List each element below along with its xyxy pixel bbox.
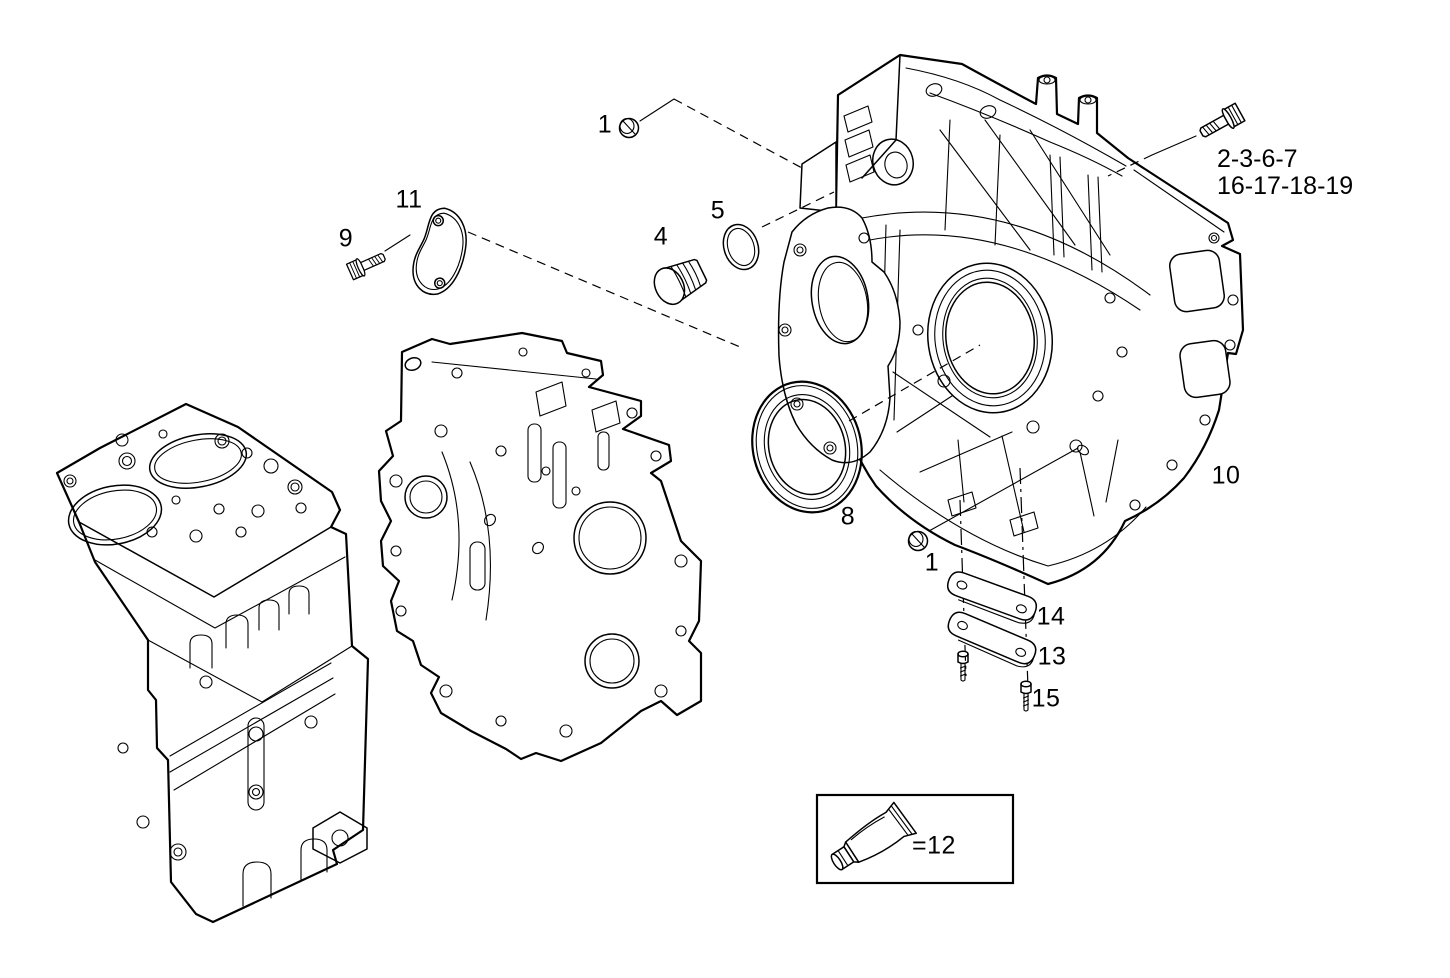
- callout-sealant: =12: [912, 831, 956, 860]
- callout-lower-plate: 13: [1037, 642, 1067, 671]
- callout-housing-bolts-line2: 16-17-18-19: [1217, 172, 1354, 200]
- callout-dowel-bottom: 1: [924, 548, 940, 577]
- o-ring-5-part: [722, 223, 760, 271]
- callout-flywheel-housing: 10: [1211, 461, 1241, 490]
- callout-housing-bolts-line1: 2-3-6-7: [1217, 145, 1298, 173]
- callout-housing-bolts: 2-3-6-7 16-17-18-19: [1217, 146, 1353, 200]
- callout-o-ring: 5: [710, 196, 726, 225]
- engine-block-drawing: [55, 402, 370, 924]
- callout-cover-bolt: 9: [338, 224, 354, 253]
- shaft-seal-8-part: [751, 380, 863, 514]
- cover-plate-11-part: [412, 207, 467, 296]
- timing-gear-plate-drawing: [377, 331, 703, 763]
- callout-plate-screw: 15: [1031, 684, 1061, 713]
- housing-bolt-part: [1195, 101, 1247, 144]
- sealant-legend-box: [815, 793, 1015, 885]
- dowel-pin-top-part: [618, 117, 640, 139]
- callout-shaft-seal: 8: [840, 502, 856, 531]
- callout-plug: 4: [653, 222, 669, 251]
- plate-screw-left-part: [957, 650, 969, 682]
- sealant-tube-icon: [830, 801, 917, 871]
- callout-upper-plate: 14: [1036, 602, 1066, 631]
- threaded-plug-4-part: [653, 258, 708, 306]
- plate-screw-15-part: [1020, 680, 1032, 712]
- callout-dowel-top: 1: [597, 110, 613, 139]
- flywheel-housing-drawing: [777, 53, 1245, 586]
- callout-cover-plate: 11: [395, 185, 423, 214]
